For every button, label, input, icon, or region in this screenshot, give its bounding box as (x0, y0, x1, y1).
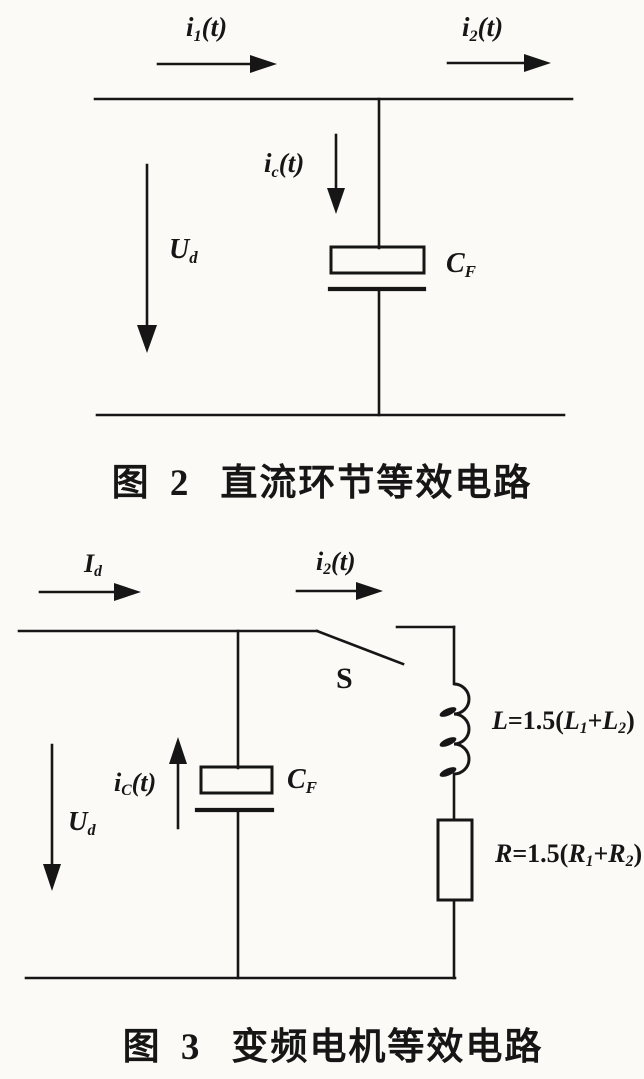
fig3-inductor-coil (453, 682, 471, 776)
fig2-ud-arrowhead (137, 325, 157, 353)
fig3-resistor-body (436, 818, 474, 902)
fig3-ic-arrowhead (169, 737, 187, 764)
fig2-ic-label: ic(t) (264, 148, 305, 181)
fig2-capacitor-plate-top (329, 245, 426, 275)
fig2-i2-label: i2(t) (462, 12, 504, 45)
fig3-ud-arrowhead (43, 864, 61, 891)
fig2-i1-arrowhead (250, 55, 277, 73)
fig3-inductor-loop-1 (439, 707, 457, 717)
fig3-resistor-value-label: R=1.5(R1+R2) (495, 839, 643, 871)
fig3-i2-arrowhead (356, 582, 383, 600)
fig2-i2-arrowhead (524, 54, 551, 72)
fig3-ic-label: iC(t) (114, 768, 157, 800)
fig2-ic-arrowhead (327, 188, 345, 214)
fig3-id-arrowhead (114, 583, 141, 601)
fig3-inductor-loop-3 (439, 767, 457, 777)
fig2-i1-label: i1(t) (186, 12, 228, 45)
fig3-inductor-value-label: L=1.5(L1+L2) (492, 706, 635, 738)
fig3-capacitor-plate-top (199, 765, 274, 795)
fig3-ud-label: Ud (68, 806, 96, 839)
fig3-inductor-loop-2 (439, 737, 457, 747)
fig3-switch-label: S (336, 662, 353, 695)
fig3-i2-label: i2(t) (316, 547, 356, 579)
fig3-switch-blade (315, 629, 405, 666)
fig3-cf-label: CF (287, 764, 317, 797)
fig2-cf-label: CF (446, 248, 476, 281)
fig2-ud-label: Ud (169, 234, 198, 267)
fig3-id-label: Id (84, 549, 102, 581)
